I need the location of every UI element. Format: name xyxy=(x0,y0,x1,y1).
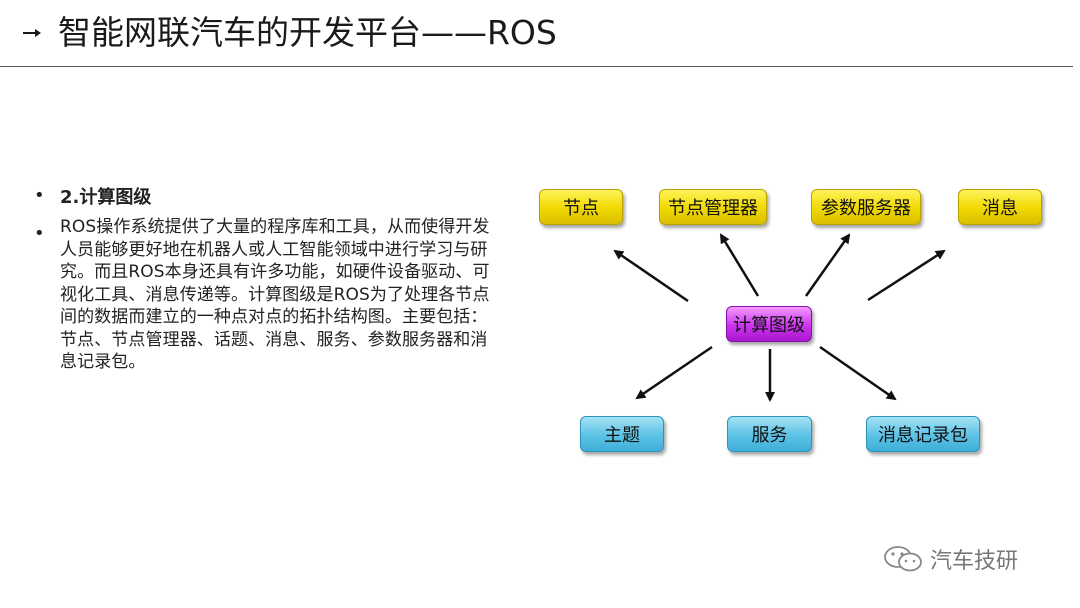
arrow-to-node xyxy=(613,249,689,303)
body-paragraph: ROS操作系统提供了大量的程序库和工具，从而使得开发人员能够更好地在机器人或人工… xyxy=(60,217,490,372)
title-bar: 智能网联汽车的开发平台——ROS xyxy=(0,0,1080,68)
page-title: 智能网联汽车的开发平台——ROS xyxy=(58,13,557,52)
node-service: 服务 xyxy=(727,416,812,452)
node-param-server: 参数服务器 xyxy=(811,189,921,225)
title-divider xyxy=(0,66,1073,67)
node-message: 消息 xyxy=(958,189,1042,225)
bullet-dot: • xyxy=(34,185,45,206)
section-heading: 2.计算图级 xyxy=(60,187,152,208)
bullet-paragraph: • ROS操作系统提供了大量的程序库和工具，从而使得开发人员能够更好地在机器人或… xyxy=(34,216,494,374)
watermark-text: 汽车技研 xyxy=(930,549,1019,574)
node-topic: 主题 xyxy=(580,416,664,452)
bullet-dot: • xyxy=(34,223,45,244)
arrow-to-bag xyxy=(819,345,897,401)
arrow-to-node-manager xyxy=(719,233,760,297)
arrow-to-topic xyxy=(635,345,713,400)
wechat-icon xyxy=(884,546,922,572)
bullet-heading: • 2.计算图级 xyxy=(34,184,494,212)
node-bag: 消息记录包 xyxy=(866,416,980,452)
arrow-to-message xyxy=(867,249,946,302)
node-node-manager: 节点管理器 xyxy=(659,189,767,225)
arrow-to-param-server xyxy=(804,233,851,297)
content-bullets: • 2.计算图级 • ROS操作系统提供了大量的程序库和工具，从而使得开发人员能… xyxy=(34,184,494,374)
watermark: 汽车技研 xyxy=(882,541,1018,577)
node-node: 节点 xyxy=(539,189,623,225)
center-node: 计算图级 xyxy=(726,306,812,342)
arrow-right-icon xyxy=(23,29,41,37)
